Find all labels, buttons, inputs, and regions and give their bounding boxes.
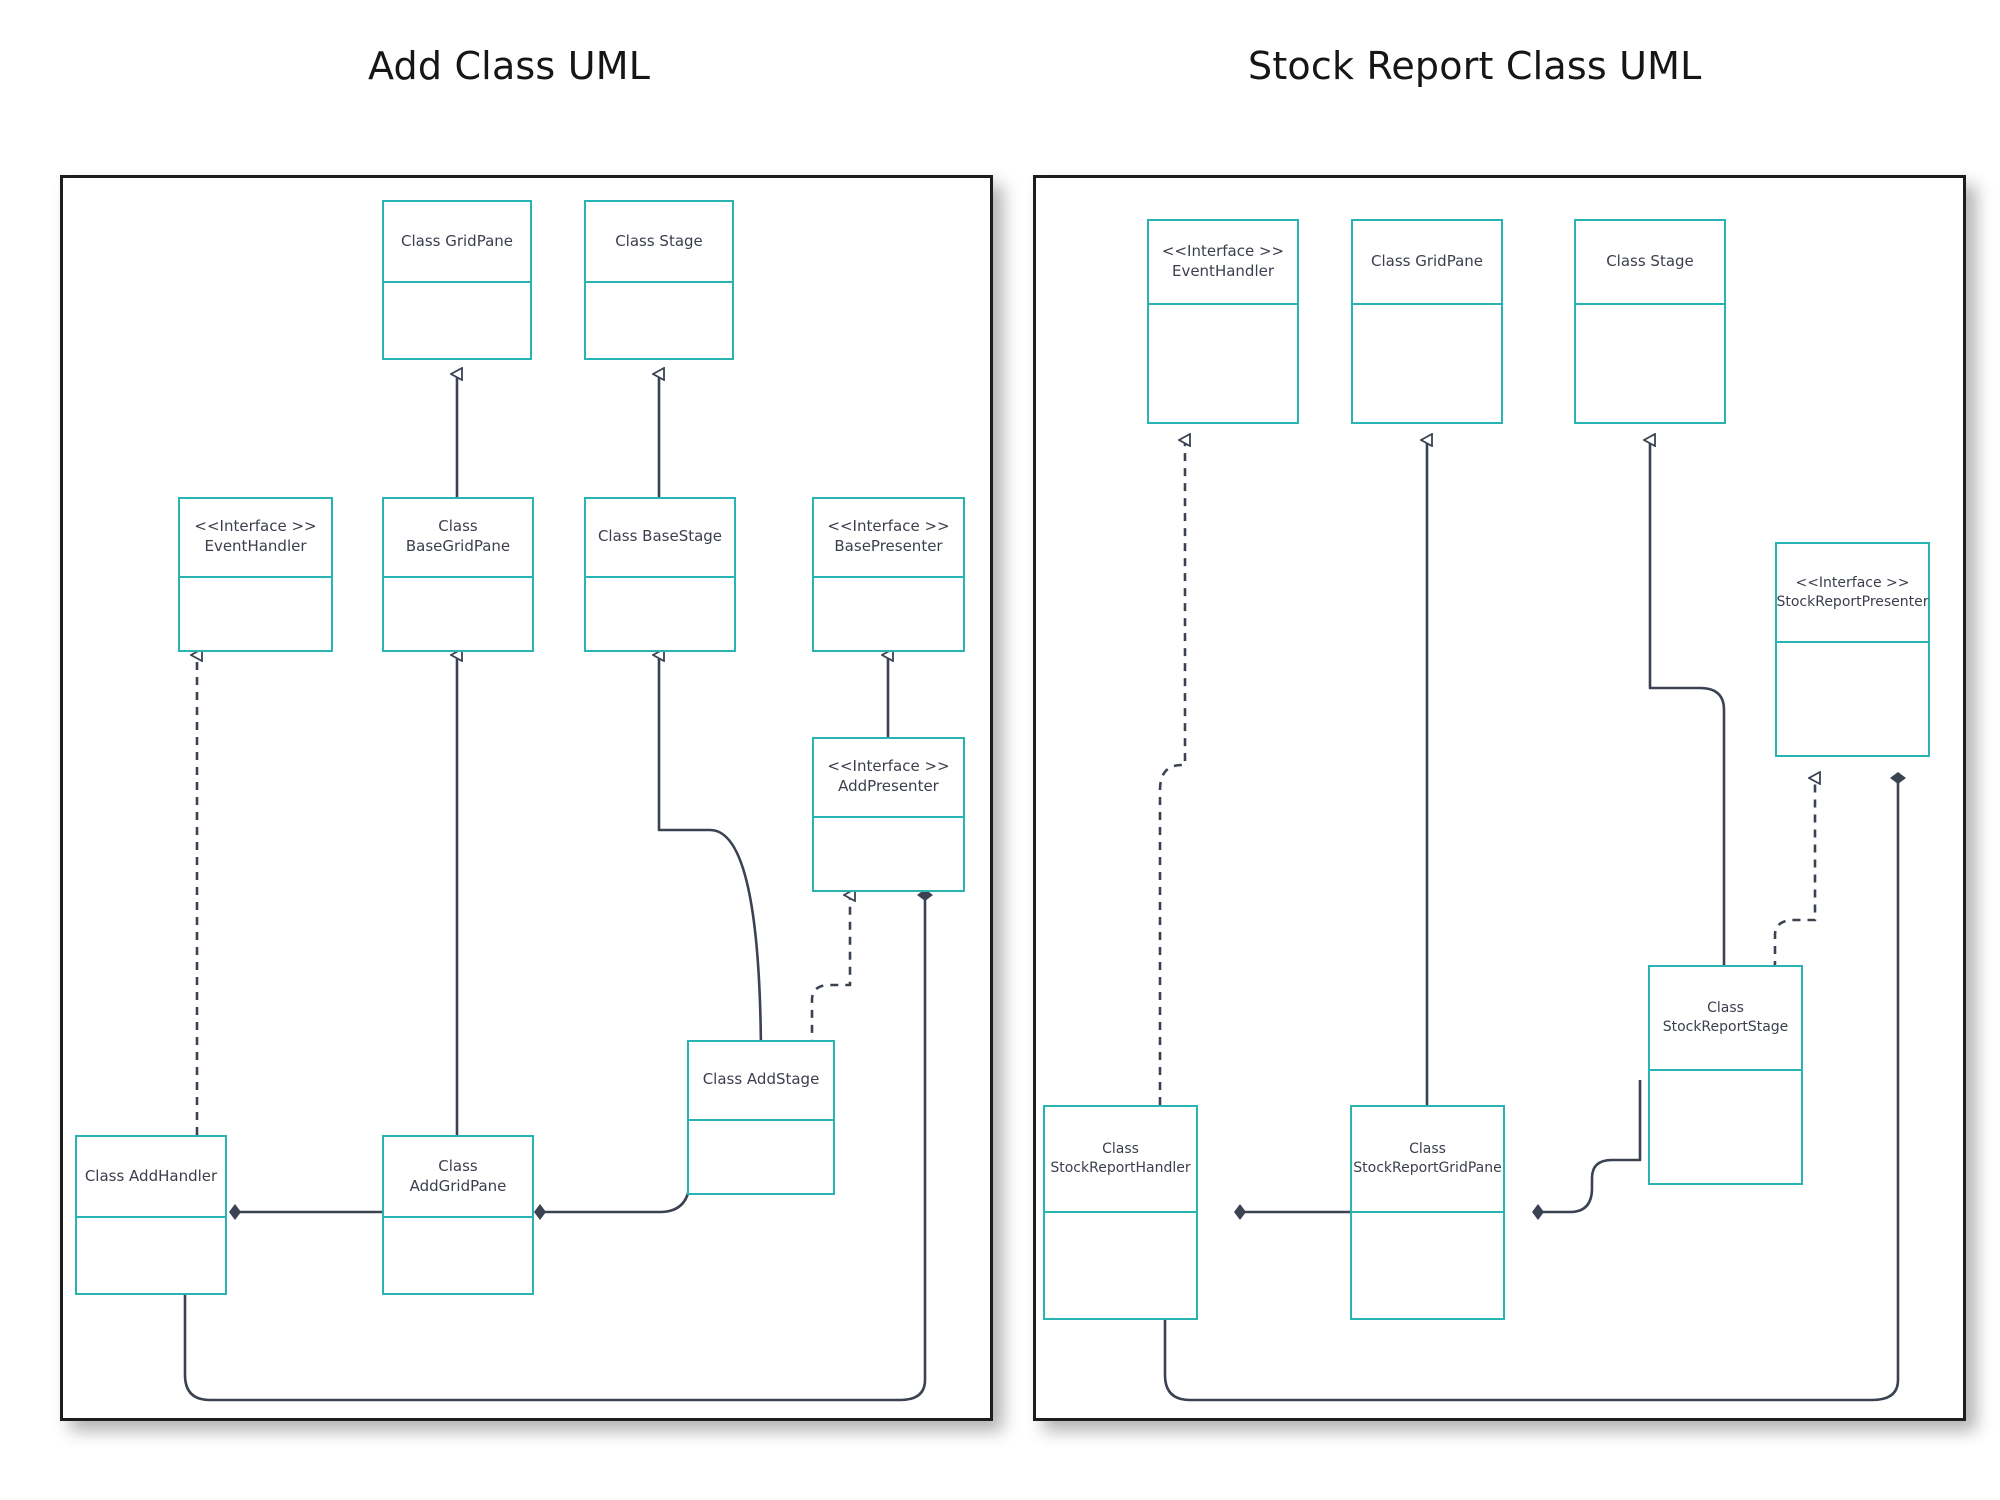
class-node-addgridpane[interactable]: Class AddGridPane xyxy=(382,1135,534,1295)
class-node-body xyxy=(1650,1071,1801,1183)
class-node-header: Class AddHandler xyxy=(77,1137,225,1219)
class-node-gridpane[interactable]: Class GridPane xyxy=(382,200,532,360)
class-node-header: <<Interface >> StockReportPresenter xyxy=(1776,544,1929,644)
class-node-header: Class AddGridPane xyxy=(384,1137,532,1219)
class-node-body xyxy=(586,283,732,358)
class-node-body xyxy=(384,578,532,650)
class-node-body xyxy=(1352,1213,1503,1319)
class-node-basepresenter[interactable]: <<Interface >> BasePresenter xyxy=(812,497,965,652)
class-node-srgridpane[interactable]: Class StockReportGridPane xyxy=(1350,1105,1505,1320)
class-node-basegridpane[interactable]: Class BaseGridPane xyxy=(382,497,534,652)
class-node-basestage[interactable]: Class BaseStage xyxy=(584,497,736,652)
panel-title-add-class: Add Class UML xyxy=(368,44,651,88)
class-node-header: Class AddStage xyxy=(689,1042,833,1121)
class-node-header: <<Interface >> EventHandler xyxy=(180,499,331,578)
class-node-body xyxy=(1149,305,1297,422)
class-node-header: <<Interface >> BasePresenter xyxy=(814,499,963,578)
class-node-addhandler[interactable]: Class AddHandler xyxy=(75,1135,227,1295)
class-node-header: Class StockReportStage xyxy=(1650,967,1801,1071)
class-node-header: Class Stage xyxy=(1576,221,1724,306)
class-node-body xyxy=(1353,305,1501,422)
class-node-body xyxy=(1576,305,1724,422)
class-node-body xyxy=(384,1218,532,1293)
class-node-header: Class StockReportGridPane xyxy=(1352,1107,1503,1213)
class-node-header: Class Stage xyxy=(586,202,732,284)
class-node-addpresenter[interactable]: <<Interface >> AddPresenter xyxy=(812,737,965,892)
panel-title-stock-report: Stock Report Class UML xyxy=(1248,44,1702,88)
class-node-sr-gridpane[interactable]: Class GridPane xyxy=(1351,219,1503,424)
class-node-header: <<Interface >> AddPresenter xyxy=(814,739,963,818)
class-node-header: Class BaseStage xyxy=(586,499,734,578)
class-node-stage[interactable]: Class Stage xyxy=(584,200,734,360)
class-node-body xyxy=(814,578,963,650)
class-node-header: <<Interface >> EventHandler xyxy=(1149,221,1297,306)
class-node-eventhandler[interactable]: <<Interface >> EventHandler xyxy=(178,497,333,652)
class-node-body xyxy=(384,283,530,358)
class-node-srhandler[interactable]: Class StockReportHandler xyxy=(1043,1105,1198,1320)
class-node-body xyxy=(77,1218,225,1293)
class-node-header: Class GridPane xyxy=(1353,221,1501,306)
class-node-sr-eventhandler[interactable]: <<Interface >> EventHandler xyxy=(1147,219,1299,424)
class-node-srstage[interactable]: Class StockReportStage xyxy=(1648,965,1803,1185)
class-node-body xyxy=(1777,643,1928,755)
class-node-sr-stage[interactable]: Class Stage xyxy=(1574,219,1726,424)
class-node-body xyxy=(586,578,734,650)
class-node-body xyxy=(180,578,331,650)
class-node-header: Class GridPane xyxy=(384,202,530,284)
class-node-header: Class StockReportHandler xyxy=(1045,1107,1196,1213)
class-node-body xyxy=(689,1121,833,1193)
class-node-header: Class BaseGridPane xyxy=(384,499,532,578)
class-node-addstage[interactable]: Class AddStage xyxy=(687,1040,835,1195)
class-node-srpresenter[interactable]: <<Interface >> StockReportPresenter xyxy=(1775,542,1930,757)
class-node-body xyxy=(1045,1213,1196,1319)
class-node-body xyxy=(814,818,963,890)
